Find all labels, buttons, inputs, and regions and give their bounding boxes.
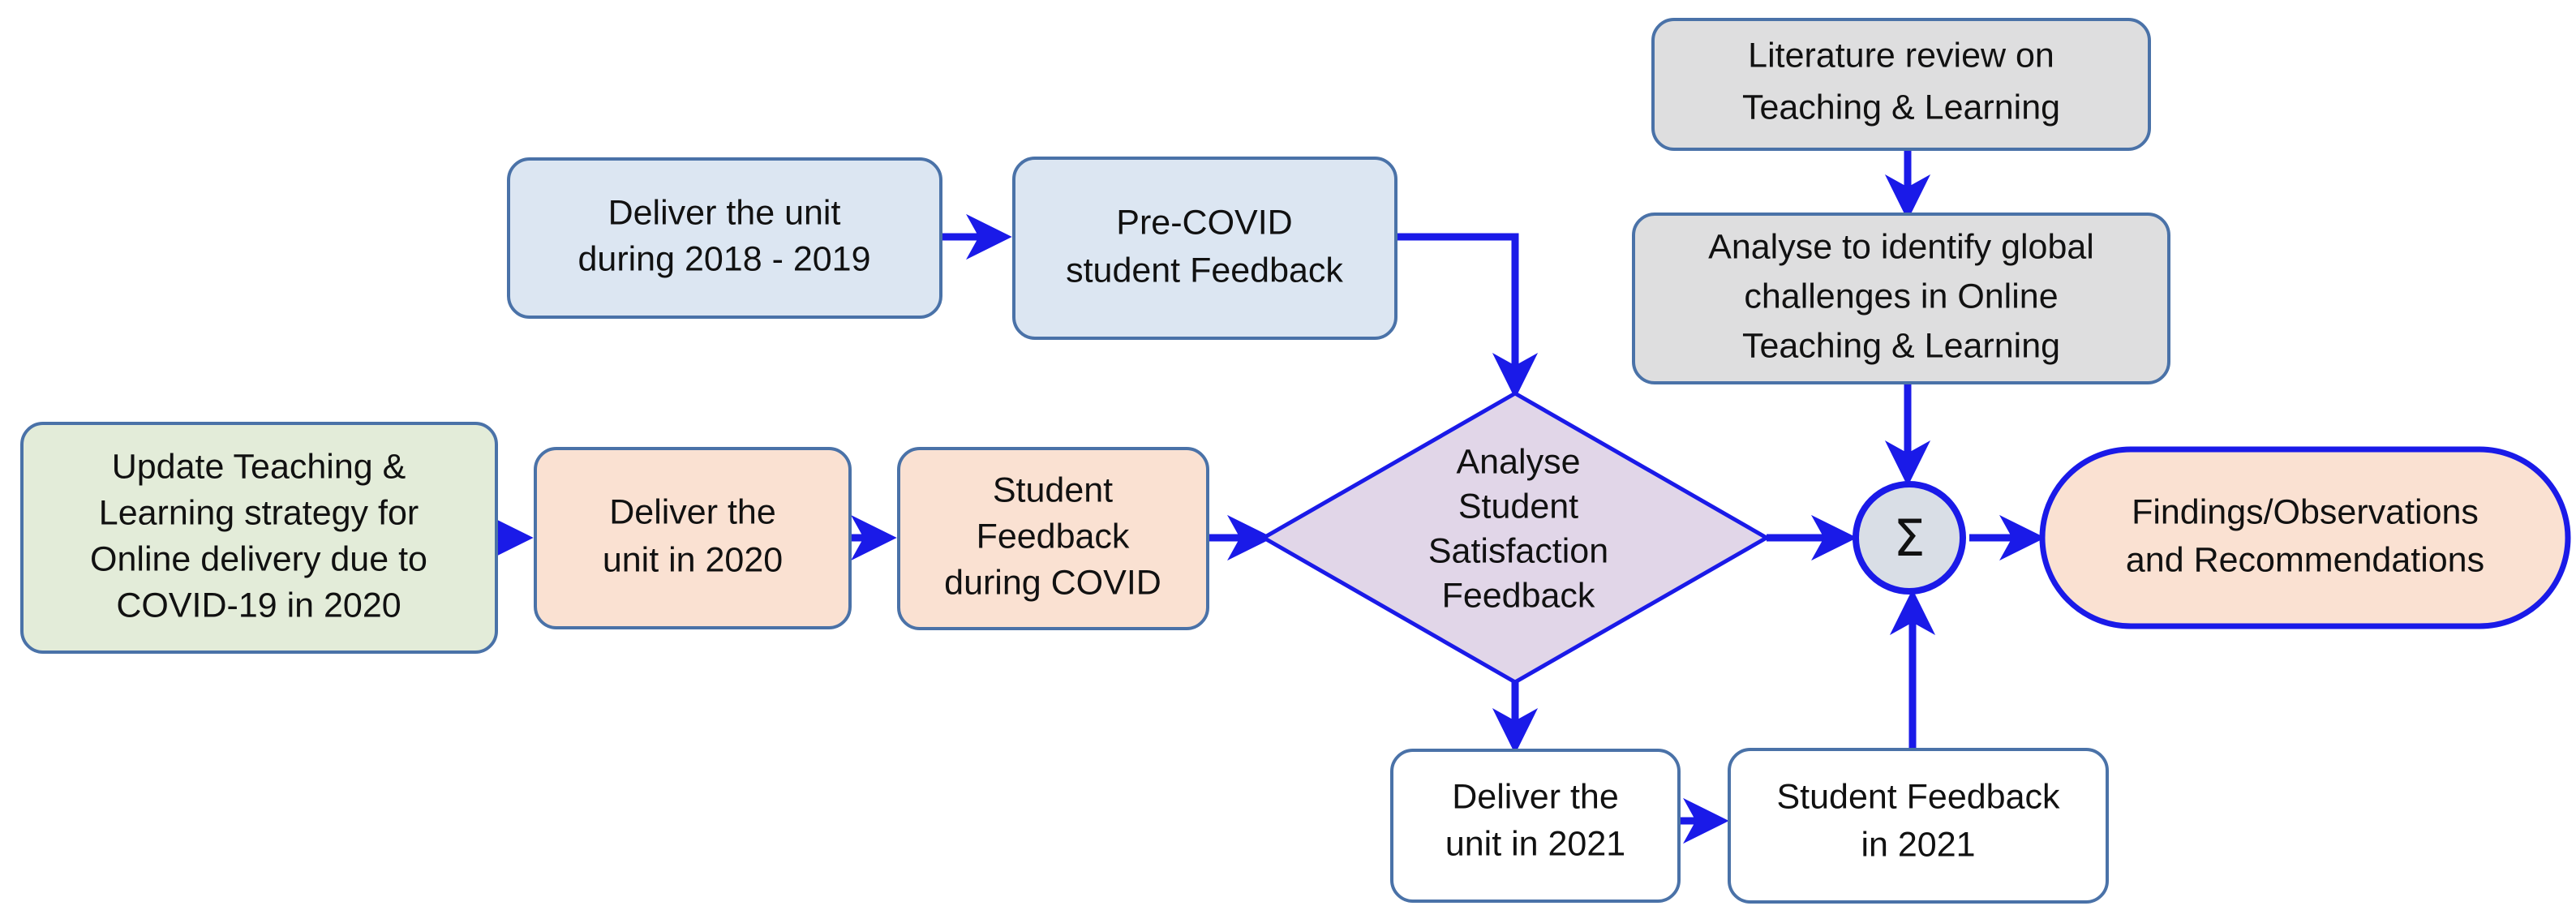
feedback-covid-line-3: during COVID [944, 563, 1161, 602]
feedback-covid-line-1: Student [993, 470, 1113, 509]
feedback-covid-line-2: Feedback [977, 517, 1130, 556]
analyse-global-line-2: challenges in Online [1744, 277, 2058, 316]
deliver-2021-shape [1390, 749, 1681, 903]
node-deliver-2018-2019[interactable]: Deliver the unit during 2018 - 2019 [507, 157, 942, 319]
node-deliver-2021[interactable]: Deliver the unit in 2021 [1390, 749, 1681, 903]
deliver-2021-line-1: Deliver the [1452, 777, 1619, 816]
deliver-2018-2019-line-1: Deliver the unit [608, 193, 841, 232]
node-pre-covid-feedback[interactable]: Pre-COVID student Feedback [1012, 157, 1397, 340]
feedback-2021-line-1: Student Feedback [1776, 777, 2060, 816]
summation-shape [1853, 481, 1966, 595]
findings-line-1: Findings/Observations [2132, 492, 2479, 531]
analyse-global-line-3: Teaching & Learning [1742, 326, 2060, 365]
node-deliver-2020[interactable]: Deliver the unit in 2020 [534, 447, 852, 629]
deliver-2020-shape [534, 447, 852, 629]
edge-precovid-to-diamond [1396, 233, 1539, 399]
analyse-satisfaction-line-4: Feedback [1442, 576, 1595, 615]
analyse-satisfaction-line-2: Student [1458, 487, 1578, 526]
analyse-satisfaction-line-1: Analyse [1457, 442, 1581, 481]
feedback-2021-line-2: in 2021 [1861, 825, 1975, 864]
analyse-global-line-1: Analyse to identify global [1708, 227, 2094, 266]
update-strategy-line-1: Update Teaching & [112, 447, 406, 486]
sigma-icon: Σ [1893, 509, 1925, 568]
literature-review-shape [1651, 18, 2151, 151]
node-analyse-global-challenges[interactable]: Analyse to identify global challenges in… [1632, 213, 2170, 384]
findings-line-2: and Recommendations [2126, 540, 2484, 579]
update-strategy-shape [20, 422, 498, 654]
node-update-strategy[interactable]: Update Teaching & Learning strategy for … [20, 422, 498, 654]
findings-shape [2039, 446, 2571, 629]
node-analyse-satisfaction[interactable]: Analyse Student Satisfaction Feedback [1261, 391, 1769, 685]
node-summation[interactable]: Σ [1853, 481, 1966, 595]
feedback-covid-shape [897, 447, 1209, 630]
analyse-satisfaction-line-3: Satisfaction [1428, 531, 1608, 570]
literature-review-line-2: Teaching & Learning [1742, 88, 2060, 127]
deliver-2018-2019-line-2: during 2018 - 2019 [577, 239, 870, 278]
node-findings[interactable]: Findings/Observations and Recommendation… [2039, 446, 2571, 629]
literature-review-line-1: Literature review on [1748, 36, 2054, 75]
update-strategy-line-4: COVID-19 in 2020 [116, 586, 401, 625]
edge-layer [487, 148, 2046, 844]
analyse-satisfaction-shape [1261, 391, 1769, 685]
deliver-2020-line-2: unit in 2020 [603, 540, 783, 579]
node-feedback-covid[interactable]: Student Feedback during COVID [897, 447, 1209, 630]
update-strategy-line-3: Online delivery due to [90, 539, 427, 578]
node-literature-review[interactable]: Literature review on Teaching & Learning [1651, 18, 2151, 151]
node-feedback-2021[interactable]: Student Feedback in 2021 [1728, 748, 2109, 904]
feedback-2021-shape [1728, 748, 2109, 904]
deliver-2018-2019-shape [507, 157, 942, 319]
pre-covid-feedback-line-2: student Feedback [1066, 251, 1343, 290]
deliver-2020-line-1: Deliver the [609, 492, 776, 531]
pre-covid-feedback-shape [1012, 157, 1397, 340]
pre-covid-feedback-line-1: Pre-COVID [1116, 203, 1292, 242]
deliver-2021-line-2: unit in 2021 [1445, 824, 1625, 863]
analyse-global-challenges-shape [1632, 213, 2170, 384]
update-strategy-line-2: Learning strategy for [99, 493, 419, 532]
